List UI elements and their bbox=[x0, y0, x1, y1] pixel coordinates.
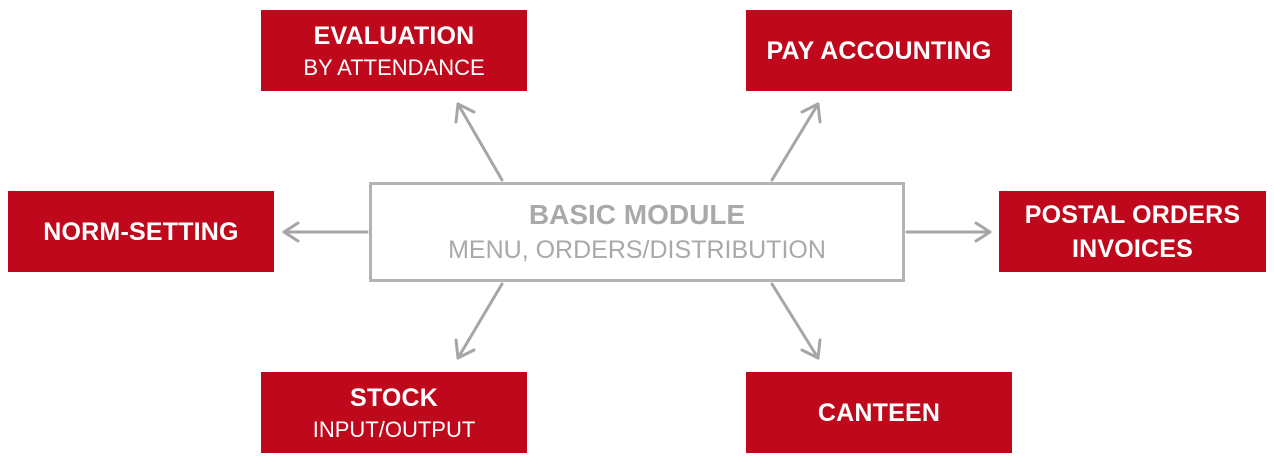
arrow-to-postal-orders bbox=[905, 221, 992, 243]
pay-accounting-title: PAY ACCOUNTING bbox=[766, 36, 992, 65]
postal-orders-line2: INVOICES bbox=[1071, 234, 1194, 263]
norm-setting-module-box: NORM-SETTING bbox=[8, 191, 274, 272]
basic-module-title: BASIC MODULE bbox=[528, 199, 746, 230]
evaluation-subtitle: BY ATTENDANCE bbox=[303, 54, 485, 80]
evaluation-module-box: EVALUATION BY ATTENDANCE bbox=[261, 10, 527, 91]
arrow-to-evaluation bbox=[454, 102, 504, 182]
basic-module-box: BASIC MODULE MENU, ORDERS/DISTRIBUTION bbox=[369, 182, 905, 282]
basic-module-subtitle: MENU, ORDERS/DISTRIBUTION bbox=[448, 236, 826, 264]
norm-setting-title: NORM-SETTING bbox=[43, 217, 239, 246]
canteen-title: CANTEEN bbox=[817, 398, 941, 427]
postal-orders-line1: POSTAL ORDERS bbox=[1024, 200, 1241, 229]
stock-title: STOCK bbox=[349, 383, 439, 412]
pay-accounting-module-box: PAY ACCOUNTING bbox=[746, 10, 1012, 91]
postal-orders-module-box: POSTAL ORDERS INVOICES bbox=[999, 191, 1266, 272]
canteen-module-box: CANTEEN bbox=[746, 372, 1012, 453]
arrow-to-norm-setting bbox=[282, 221, 369, 243]
arrow-to-pay-accounting bbox=[770, 102, 822, 182]
arrow-to-stock bbox=[454, 282, 504, 360]
evaluation-title: EVALUATION bbox=[313, 21, 475, 50]
stock-module-box: STOCK INPUT/OUTPUT bbox=[261, 372, 527, 453]
stock-subtitle: INPUT/OUTPUT bbox=[312, 416, 476, 442]
arrow-to-canteen bbox=[770, 282, 822, 360]
